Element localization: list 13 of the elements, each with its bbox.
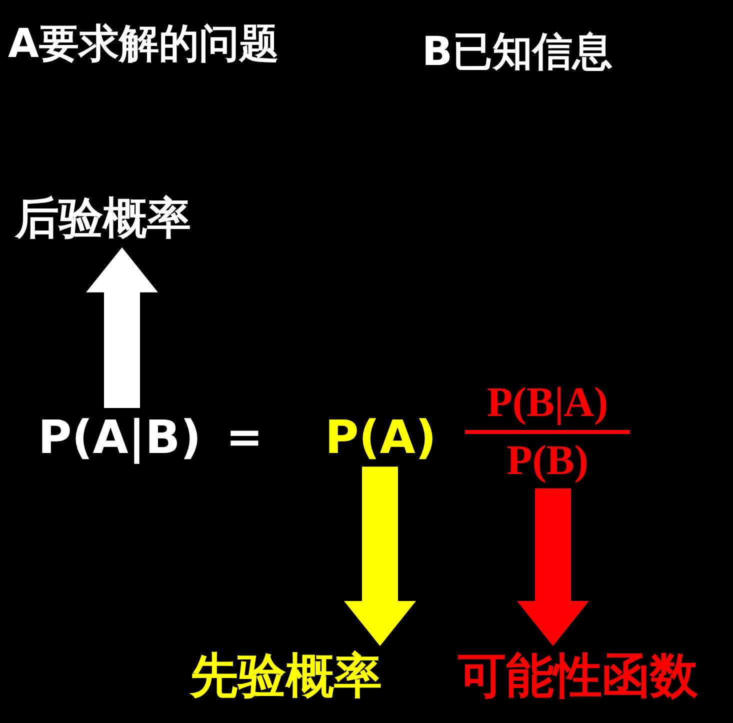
block-arrow (517, 488, 589, 646)
numerator-text: P(B|A) (486, 380, 608, 426)
block-arrow (344, 466, 416, 646)
prior-label: 先验概率 (190, 650, 382, 703)
equals-sign: = (226, 414, 263, 462)
formula-text: P(A) (325, 412, 436, 463)
likelihood-label: 可能性函数 (458, 650, 698, 703)
heading-text: A要求解的问题 (8, 22, 279, 66)
denominator-text: P(B) (506, 438, 588, 484)
block-arrow (86, 247, 158, 408)
heading-text: B已知信息 (422, 30, 612, 74)
posterior-label: 后验概率 (15, 195, 191, 244)
formula-text: P(A|B) (38, 412, 202, 463)
